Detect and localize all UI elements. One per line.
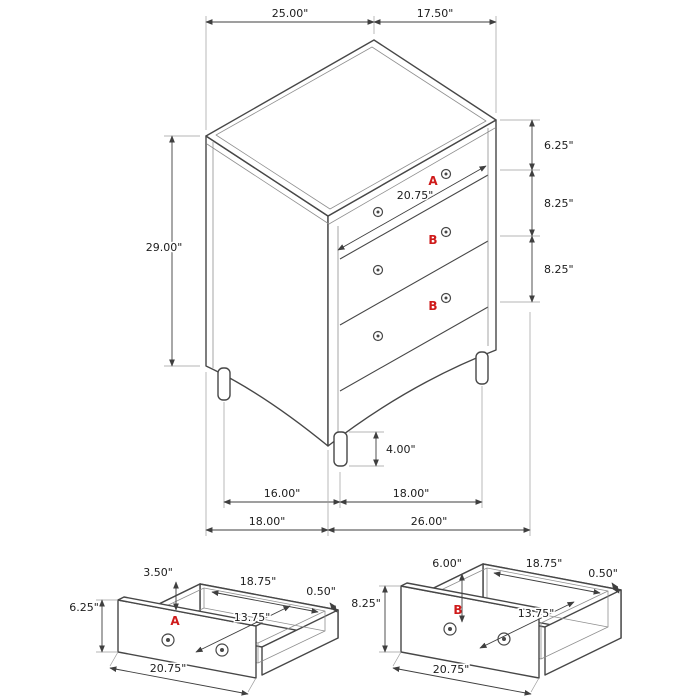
- extension-lines-overall: [205, 312, 531, 536]
- drawer-a-label: A: [428, 174, 438, 188]
- chest-leg: [475, 351, 489, 385]
- dim-line-a-front-width: [109, 666, 249, 696]
- extension-lines-b-front-height: [379, 585, 401, 653]
- chest-leg: [333, 431, 348, 467]
- dim-label-overall-width: 26.00": [411, 515, 448, 528]
- dim-label-top-width: 17.50": [417, 7, 454, 20]
- dim-label-b-front-width: 20.75": [433, 663, 470, 676]
- dim-label-bottom-drawer-height: 8.25": [544, 263, 574, 276]
- drawer-knob-dot: [444, 230, 448, 234]
- drawer-knob-dot: [376, 334, 380, 338]
- dim-label-middle-drawer-height: 8.25": [544, 197, 574, 210]
- dim-line-a-interior-depth: [195, 605, 291, 653]
- drawer-b2-label: B: [428, 299, 437, 313]
- dim-line-b-front-width: [392, 666, 532, 696]
- drawer-knob-dot: [220, 648, 224, 652]
- dim-line-b-panel-thickness: [611, 582, 620, 594]
- dim-label-overall-depth: 18.00": [249, 515, 286, 528]
- dim-line-b-interior-depth: [479, 601, 575, 649]
- dim-label-b-front-height: 8.25": [351, 597, 381, 610]
- dim-line-drawer-front-width: [337, 165, 487, 251]
- dim-label-b-side-height: 6.00": [432, 557, 462, 570]
- dim-label-leg-span-width: 18.00": [393, 487, 430, 500]
- dim-label-a-interior-depth: 13.75": [234, 611, 271, 624]
- dim-label-b-interior-width: 18.75": [526, 557, 563, 570]
- chest-top-face: [205, 39, 497, 217]
- dim-label-height: 29.00": [146, 241, 183, 254]
- drawer-knob-dot: [448, 627, 452, 631]
- dim-label-leg-span-depth: 16.00": [264, 487, 301, 500]
- chest-isometric-view: A B B: [205, 39, 497, 467]
- extension-lines-a-front-width: [109, 651, 257, 693]
- drawer-a-detail-label: A: [170, 614, 180, 628]
- extension-lines-drawer-heights: [500, 119, 540, 303]
- dim-label-b-panel-thickness: 0.50": [588, 567, 618, 580]
- drawer-b-right-wall: [544, 589, 622, 676]
- drawer-a-detail: A 3.50" 18.75" 0.50" 13.75" 6.25" 20.75": [68, 565, 339, 696]
- drawer-b-detail: B 6.00" 18.75" 0.50" 13.75" 8.25" 20.75": [350, 556, 622, 696]
- dim-label-top-drawer-height: 6.25": [544, 139, 574, 152]
- extension-lines-a-front-height: [96, 599, 118, 653]
- dim-label-a-side-height: 3.50": [143, 566, 173, 579]
- dim-line-a-panel-thickness: [329, 602, 338, 613]
- extension-lines-top: [205, 16, 497, 130]
- chest-top-lip: [215, 46, 487, 210]
- dim-label-top-depth: 25.00": [272, 7, 309, 20]
- drawer-knob-dot: [376, 268, 380, 272]
- extension-lines-b-front-width: [392, 651, 540, 693]
- drawer-knob-dot: [444, 296, 448, 300]
- dim-label-a-interior-width: 18.75": [240, 575, 277, 588]
- dim-line-b-interior-width: [493, 571, 601, 595]
- chest-stile-lines: [212, 128, 489, 438]
- dim-label-a-front-width: 20.75": [150, 662, 187, 675]
- drawer-knob-dot: [376, 210, 380, 214]
- chest-top-slab-edge: [206, 127, 496, 225]
- drawer-knob-dot: [502, 637, 506, 641]
- drawer-b1-label: B: [428, 233, 437, 247]
- dim-label-b-interior-depth: 13.75": [518, 607, 555, 620]
- dim-label-a-panel-thickness: 0.50": [306, 585, 336, 598]
- drawer-knob-dot: [444, 172, 448, 176]
- dim-line-a-interior-width: [211, 590, 319, 614]
- dim-label-leg-height: 4.00": [386, 443, 416, 456]
- dim-label-drawer-front-width: 20.75": [397, 189, 434, 202]
- dim-label-a-front-height: 6.25": [69, 601, 99, 614]
- chest-leg: [217, 367, 231, 401]
- drawer-b-detail-label: B: [453, 603, 462, 617]
- chest-dimension-annotations: 25.00" 17.50" 29.00" 6.25" 8.25" 8.25" 2…: [144, 6, 575, 536]
- drawer-knob-dot: [166, 638, 170, 642]
- extension-lines-leg-height: [349, 431, 384, 467]
